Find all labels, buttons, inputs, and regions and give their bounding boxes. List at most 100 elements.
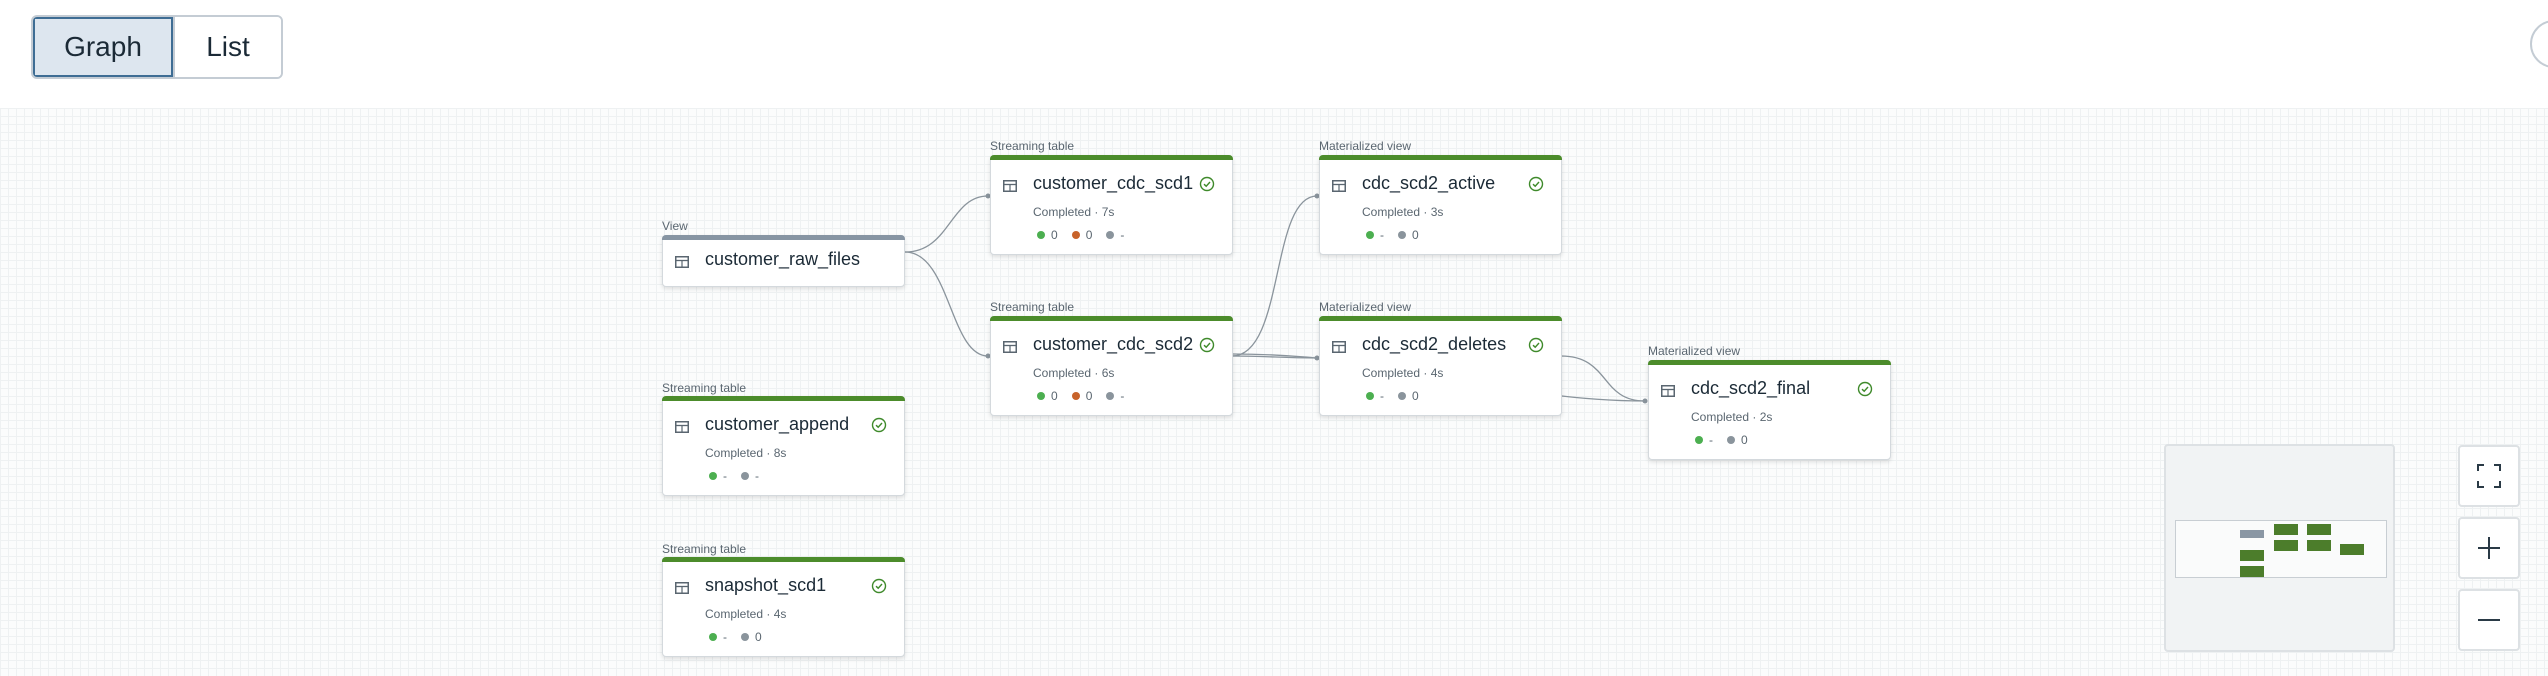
- green-dot-icon: [1037, 392, 1045, 400]
- zoom-in-button[interactable]: [2458, 517, 2520, 579]
- green-dot-icon: [709, 472, 717, 480]
- table-icon: [1332, 341, 1346, 353]
- green-dot-icon: [1037, 231, 1045, 239]
- node-type-label: Streaming table: [662, 381, 747, 395]
- minimap-node: [2240, 550, 2264, 561]
- node-type-label: Materialized view: [1319, 300, 1412, 314]
- minimap-node: [2307, 524, 2331, 535]
- metric-upserted: -: [709, 469, 727, 483]
- node-status-bar: [662, 235, 905, 240]
- table-icon: [1661, 385, 1675, 397]
- plus-icon: [2478, 537, 2500, 559]
- table-icon: [1332, 180, 1346, 192]
- orange-dot-icon: [1071, 231, 1080, 239]
- minimap-node: [2240, 566, 2264, 577]
- node-status-bar: [990, 316, 1233, 321]
- metric-upserted: -: [1366, 389, 1384, 403]
- node-title: cdc_scd2_active: [1362, 173, 1496, 193]
- green-dot-icon: [709, 633, 717, 641]
- green-dot-icon: [1366, 231, 1374, 239]
- metric-deleted: 0: [1071, 228, 1092, 242]
- node-status-bar: [990, 155, 1233, 160]
- gray-dot-icon: [1727, 436, 1735, 444]
- fit-view-button[interactable]: [2458, 445, 2520, 507]
- gray-dot-icon: [741, 633, 749, 641]
- fit-view-icon: [2477, 464, 2501, 488]
- node-title: cdc_scd2_deletes: [1362, 334, 1507, 354]
- metric-dropped: -: [1106, 228, 1124, 242]
- node-status-text: Completed · 4s: [1362, 366, 1444, 380]
- table-icon: [675, 582, 689, 594]
- metric-dropped: -: [741, 469, 759, 483]
- node-title: cdc_scd2_final: [1691, 378, 1811, 398]
- node-cdc-scd2-final[interactable]: cdc_scd2_final Completed · 2s - 0: [1648, 360, 1891, 460]
- node-status-text: Completed · 6s: [1033, 366, 1115, 380]
- metric-upserted: 0: [1037, 228, 1058, 242]
- metric-deleted: 0: [1071, 389, 1092, 403]
- metric-dropped: 0: [1398, 228, 1419, 242]
- node-title: customer_cdc_scd2: [1033, 334, 1194, 354]
- minus-icon: [2478, 619, 2500, 621]
- list-tab[interactable]: List: [173, 17, 281, 77]
- node-customer-append[interactable]: customer_append Completed · 8s - -: [662, 396, 905, 496]
- node-type-label: Streaming table: [990, 300, 1075, 314]
- node-metrics: - -: [709, 469, 759, 483]
- zoom-out-button[interactable]: [2458, 589, 2520, 651]
- node-snapshot-scd1[interactable]: snapshot_scd1 Completed · 4s - 0: [662, 557, 905, 657]
- node-title: customer_append: [705, 414, 850, 434]
- node-customer-raw-files[interactable]: customer_raw_files: [662, 235, 905, 287]
- graph-tab[interactable]: Graph: [33, 17, 173, 77]
- metric-dropped: 0: [1727, 433, 1748, 447]
- table-icon: [1003, 180, 1017, 192]
- node-status-bar: [662, 557, 905, 562]
- node-type-label: Materialized view: [1319, 139, 1412, 153]
- metric-upserted: -: [1695, 433, 1713, 447]
- node-cdc-scd2-active[interactable]: cdc_scd2_active Completed · 3s - 0: [1319, 155, 1562, 255]
- minimap[interactable]: [2164, 444, 2395, 652]
- view-toggle: Graph List: [31, 15, 283, 79]
- check-circle-icon: [871, 417, 887, 433]
- node-status-bar: [1319, 316, 1562, 321]
- green-dot-icon: [1695, 436, 1703, 444]
- node-status-text: Completed · 4s: [705, 607, 787, 621]
- minimap-node: [2340, 544, 2364, 555]
- node-metrics: - 0: [709, 630, 762, 644]
- node-type-label: Materialized view: [1648, 344, 1741, 358]
- gray-dot-icon: [1106, 231, 1115, 239]
- check-circle-icon: [871, 578, 887, 594]
- node-metrics: - 0: [1366, 228, 1419, 242]
- node-title: customer_raw_files: [705, 249, 861, 269]
- minimap-node: [2240, 530, 2264, 538]
- node-type-label: Streaming table: [662, 542, 747, 556]
- node-metrics: 0 0 -: [1037, 389, 1124, 403]
- node-metrics: - 0: [1366, 389, 1419, 403]
- node-title: customer_cdc_scd1: [1033, 173, 1194, 193]
- node-customer-cdc-scd2[interactable]: customer_cdc_scd2 Completed · 6s 0 0 -: [990, 316, 1233, 416]
- green-dot-icon: [1366, 392, 1374, 400]
- collapse-panel-button[interactable]: [2530, 20, 2548, 68]
- table-icon: [675, 256, 689, 268]
- node-status-text: Completed · 2s: [1691, 410, 1773, 424]
- node-customer-cdc-scd1[interactable]: customer_cdc_scd1 Completed · 7s 0 0 -: [990, 155, 1233, 255]
- gray-dot-icon: [1106, 392, 1115, 400]
- check-circle-icon: [1528, 337, 1544, 353]
- node-status-bar: [662, 396, 905, 401]
- table-icon: [675, 421, 689, 433]
- node-cdc-scd2-deletes[interactable]: cdc_scd2_deletes Completed · 4s - 0: [1319, 316, 1562, 416]
- minimap-node: [2274, 540, 2298, 551]
- check-circle-icon: [1199, 176, 1215, 192]
- node-title: snapshot_scd1: [705, 575, 827, 595]
- node-status-bar: [1319, 155, 1562, 160]
- node-status-text: Completed · 8s: [705, 446, 787, 460]
- gray-dot-icon: [1398, 392, 1406, 400]
- check-circle-icon: [1528, 176, 1544, 192]
- metric-dropped: -: [1106, 389, 1124, 403]
- node-status-text: Completed · 7s: [1033, 205, 1115, 219]
- gray-dot-icon: [1398, 231, 1406, 239]
- metric-upserted: 0: [1037, 389, 1058, 403]
- table-icon: [1003, 341, 1017, 353]
- check-circle-icon: [1857, 381, 1873, 397]
- metric-upserted: -: [1366, 228, 1384, 242]
- node-type-label: View: [662, 219, 688, 233]
- node-type-label: Streaming table: [990, 139, 1075, 153]
